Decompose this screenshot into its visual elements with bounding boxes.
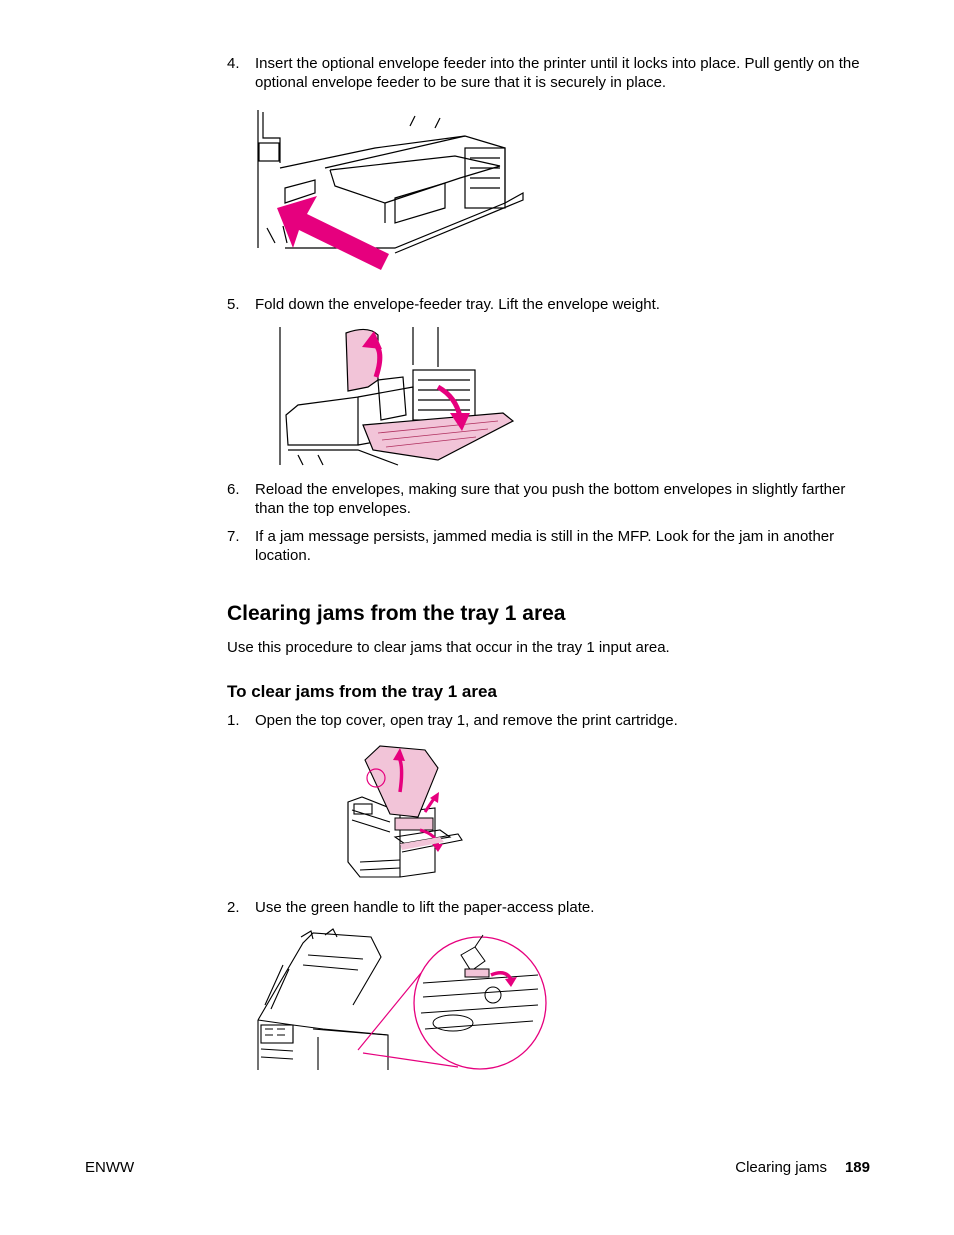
section-title: Clearing jams from the tray 1 area [227,602,566,625]
step-4: 4. Insert the optional envelope feeder i… [227,54,867,92]
step-text: Use the green handle to lift the paper-a… [255,899,595,916]
step-number: 5. [227,296,240,313]
fold-down-arrow-icon [436,384,463,418]
page-number: 189 [844,1159,870,1176]
step-text: Fold down the envelope-feeder tray. Lift… [255,296,660,313]
print-cartridge [394,817,434,831]
step-number: 6. [227,481,240,498]
fold-tray-lift-weight-illustration [279,327,515,466]
procedure-title: To clear jams from the tray 1 area [227,682,497,701]
step-text: If a jam message persists, jammed media … [255,528,835,564]
step-text: Reload the envelopes, making sure that y… [255,481,846,517]
remove-cartridge-arrow-icon [430,792,439,803]
lift-paper-access-plate-illustration [257,928,547,1070]
step-text: Open the top cover, open tray 1, and rem… [255,712,678,729]
step-number: 4. [227,55,240,72]
open-tray-arrow-icon [432,844,443,852]
section-intro: Use this procedure to clear jams that oc… [227,639,670,656]
open-cover-remove-cartridge-illustration [347,745,463,878]
step-7: 7. If a jam message persists, jammed med… [227,527,867,565]
lift-arrow-icon [490,971,513,981]
step-1: 1. Open the top cover, open tray 1, and … [227,711,867,730]
zoom-callout [413,936,547,1070]
insert-arrow-icon [277,196,389,270]
step-2: 2. Use the green handle to lift the pape… [227,898,867,917]
step-number: 1. [227,712,240,729]
green-handle [464,968,490,978]
footer-left: ENWW [85,1159,135,1176]
step-5: 5. Fold down the envelope-feeder tray. L… [227,295,867,314]
step-6: 6. Reload the envelopes, making sure tha… [227,480,867,518]
envelope-feeder-insert-illustration [257,110,524,270]
envelope-feeder-tray [362,412,515,461]
footer-section: Clearing jams [735,1159,827,1176]
step-text: Insert the optional envelope feeder into… [255,55,860,91]
step-number: 2. [227,899,240,916]
step-number: 7. [227,528,240,545]
footer-right: Clearing jams 189 [735,1158,870,1177]
